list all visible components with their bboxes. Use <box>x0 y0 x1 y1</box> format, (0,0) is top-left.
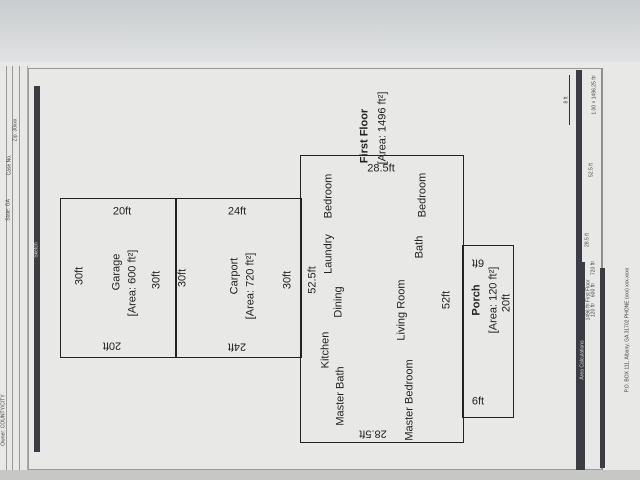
perimeter-2: 52.5 ft <box>588 163 595 177</box>
desk-surface <box>0 470 640 480</box>
footer-address: P.O. BOX 111, Albany, GA 31702 PHONE (xx… <box>624 267 631 393</box>
garage-label: Garage <box>110 253 123 291</box>
scale-label: 8 ft <box>563 96 570 104</box>
room-bath: Bath <box>413 235 426 259</box>
divider <box>12 66 13 470</box>
area-calc: 1.00 × 1496.25 ft² <box>591 75 598 115</box>
state-label: State: GA <box>5 199 12 221</box>
carport-label: Carport <box>228 257 241 295</box>
carport-top-dim: 24ft <box>227 205 247 218</box>
porch-outline <box>462 245 514 418</box>
totals-bar <box>600 268 605 468</box>
first-floor-area: [Area: 1496 ft²] <box>376 91 389 165</box>
garage-right-dim: 30ft <box>150 270 163 290</box>
area-calc-label: Area Calculations <box>579 340 586 380</box>
first-floor-bottom-dim: 28.5ft <box>359 427 387 440</box>
sketch-title-bar <box>34 86 40 452</box>
room-master-bedroom: Master Bedroom <box>403 359 416 441</box>
carport-outline <box>175 198 302 358</box>
item-3: 120 ft² <box>590 302 597 318</box>
room-master-bath: Master Bath <box>334 366 347 426</box>
carport-area: [Area: 720 ft²] <box>244 252 257 320</box>
room-kitchen: Kitchen <box>319 331 332 369</box>
garage-outline <box>60 198 177 358</box>
garage-area: [Area: 600 ft²] <box>126 249 139 317</box>
header-strip <box>0 66 28 470</box>
room-dining: Dining <box>332 286 345 318</box>
first-floor-label: First Floor <box>358 108 371 164</box>
room-bedroom-2: Bedroom <box>416 172 429 218</box>
carport-left-dim: 30ft <box>176 268 189 288</box>
paper-sheet <box>0 62 640 472</box>
garage-left-dim: 30ft <box>73 266 86 286</box>
perimeter-1: 28.5 ft <box>584 233 591 247</box>
garage-bottom-dim: 20ft <box>102 339 122 352</box>
summary-bar <box>576 70 582 470</box>
scale-bar <box>569 75 570 125</box>
porch-bottom-dim: 6ft <box>471 395 485 408</box>
item-1: 720 ft² <box>590 260 597 276</box>
room-laundry: Laundry <box>322 234 335 274</box>
garage-top-dim: 20ft <box>112 205 132 218</box>
room-bedroom: Bedroom <box>322 173 335 219</box>
porch-right-dim: 20ft <box>500 293 513 313</box>
divider <box>19 66 20 470</box>
zip-label: Zip: 30xxx <box>12 118 19 142</box>
case-no-label: Case No. <box>6 154 13 176</box>
divider <box>6 66 7 470</box>
first-floor-left-dim: 52.5ft <box>306 266 319 294</box>
carport-right-dim: 30ft <box>281 270 294 290</box>
first-floor-outline <box>300 155 464 443</box>
porch-top-dim: 6ft <box>471 256 485 269</box>
room-living: Living Room <box>395 279 408 341</box>
porch-area: [Area: 120 ft²] <box>487 266 500 334</box>
carport-bottom-dim: 24ft <box>227 340 247 353</box>
area-bar <box>580 262 585 470</box>
first-floor-top-dim: 28.5ft <box>367 162 395 175</box>
first-floor-right-dim: 52ft <box>440 290 453 310</box>
owner-label: Owner: COUNTY/CITY <box>0 394 7 446</box>
sketch-label: Sketch <box>33 242 40 258</box>
item-2: 600 ft² <box>590 282 597 298</box>
porch-label: Porch <box>470 284 483 316</box>
